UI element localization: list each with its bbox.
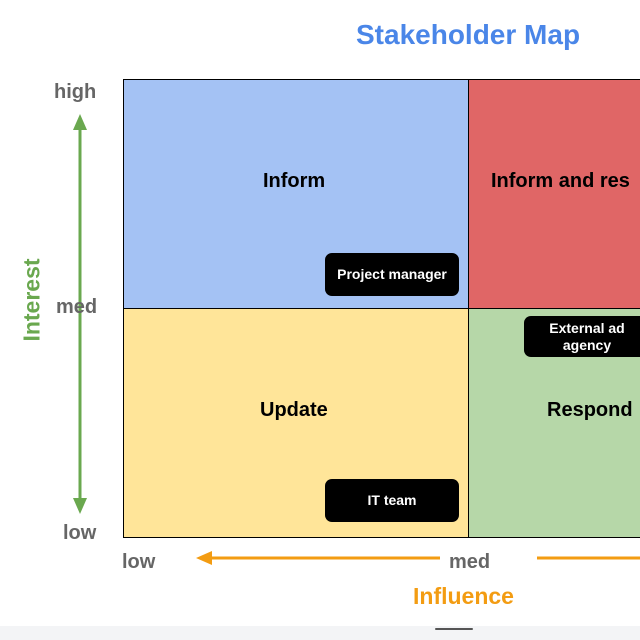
y-tick-med: med bbox=[56, 296, 98, 318]
influence-arrow bbox=[196, 551, 640, 565]
y-tick-high: high bbox=[54, 81, 97, 103]
x-tick-med: med bbox=[449, 551, 491, 573]
stakeholder-external-ad-agency[interactable]: External ad agency bbox=[524, 316, 640, 357]
x-axis-title: Influence bbox=[413, 583, 514, 609]
stakeholder-project-manager[interactable]: Project manager bbox=[325, 253, 459, 296]
interest-arrow bbox=[73, 114, 87, 514]
page-title: Stakeholder Map bbox=[356, 19, 581, 50]
quadrant-label-update: Update bbox=[260, 399, 328, 421]
quadrant-label-inform: Inform bbox=[263, 170, 326, 192]
x-tick-low: low bbox=[122, 551, 156, 573]
y-axis-title: Interest bbox=[18, 258, 45, 342]
bottom-bar bbox=[0, 626, 640, 640]
quadrant-inform-and-respond bbox=[468, 79, 640, 310]
quadrant-label-respond: Respond bbox=[547, 399, 633, 421]
y-tick-low: low bbox=[63, 522, 97, 544]
quadrant-label-inform-and-respond: Inform and res bbox=[491, 170, 630, 192]
home-indicator[interactable] bbox=[435, 628, 473, 630]
stakeholder-it-team[interactable]: IT team bbox=[325, 479, 459, 522]
